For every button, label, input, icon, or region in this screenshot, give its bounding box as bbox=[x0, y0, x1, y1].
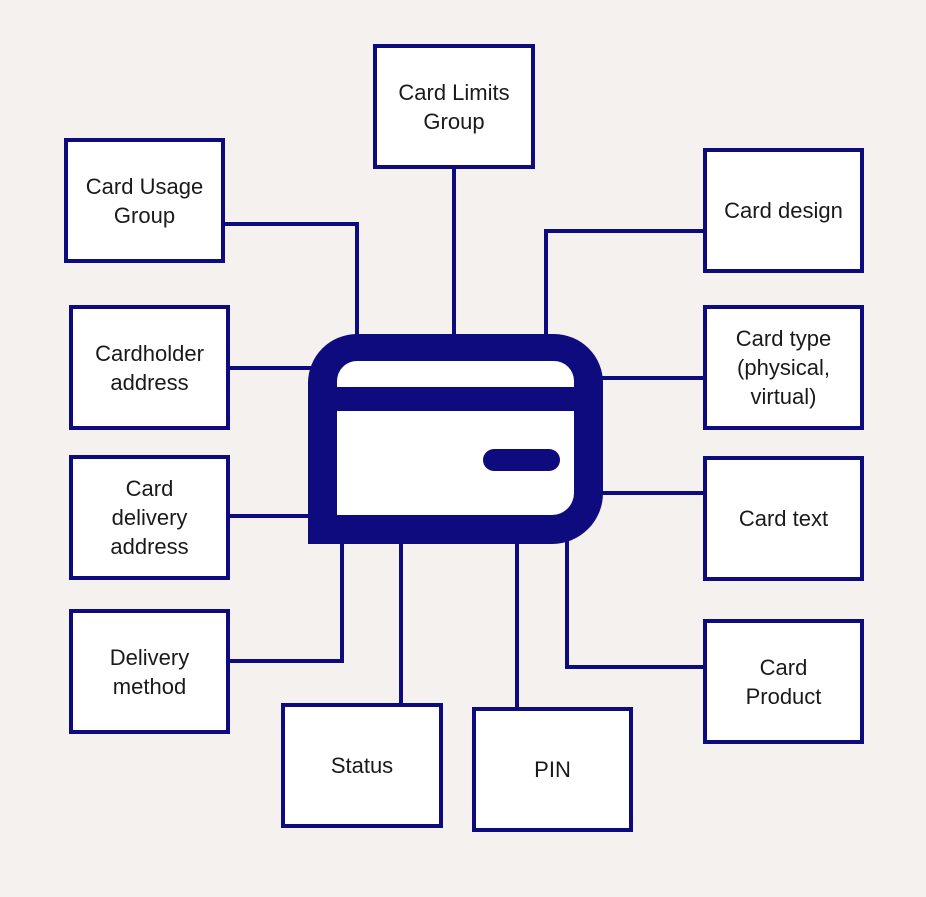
node-card-delivery-address: Card delivery address bbox=[69, 455, 230, 580]
node-card-design: Card design bbox=[703, 148, 864, 273]
node-card-product: Card Product bbox=[703, 619, 864, 744]
node-card-text: Card text bbox=[703, 456, 864, 581]
node-pin: PIN bbox=[472, 707, 633, 832]
credit-card-icon bbox=[308, 334, 603, 544]
connector-design bbox=[544, 229, 703, 336]
connector-product bbox=[565, 540, 703, 669]
node-card-limits-group: Card Limits Group bbox=[373, 44, 535, 169]
node-status: Status bbox=[281, 703, 443, 828]
connector-usage bbox=[225, 222, 359, 336]
node-card-usage-group: Card Usage Group bbox=[64, 138, 225, 263]
node-card-type: Card type (physical, virtual) bbox=[703, 305, 864, 430]
node-cardholder-address: Cardholder address bbox=[69, 305, 230, 430]
node-delivery-method: Delivery method bbox=[69, 609, 230, 734]
connector-method bbox=[230, 540, 344, 663]
